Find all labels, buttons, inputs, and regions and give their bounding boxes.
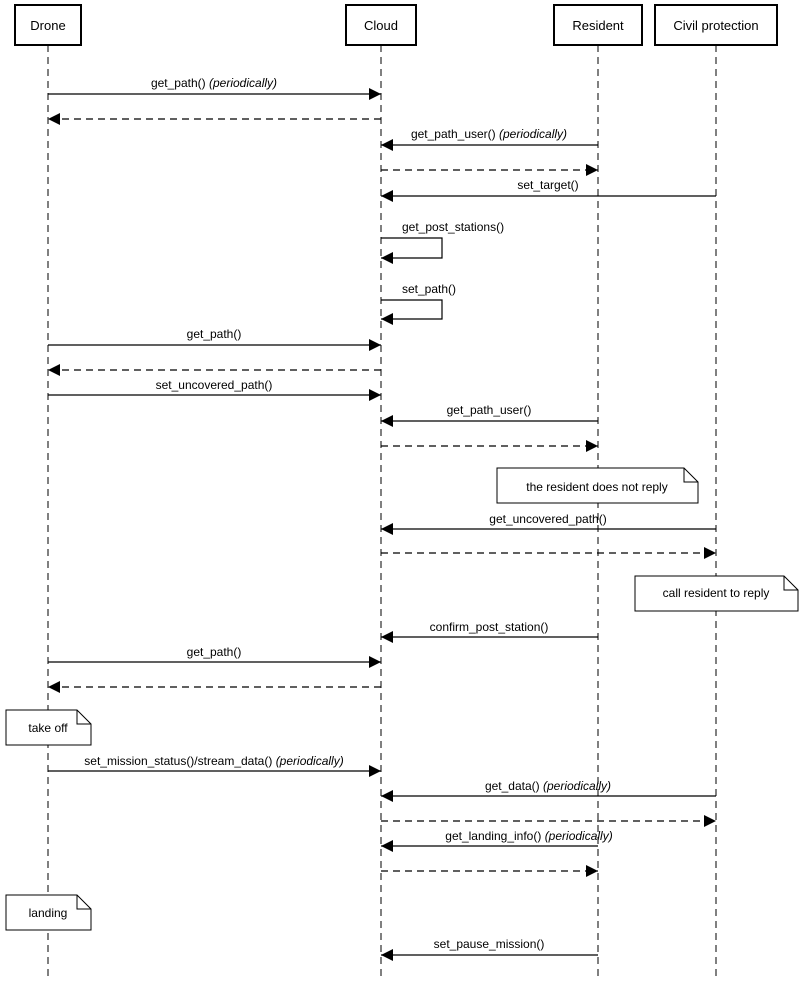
participant-resident: Resident: [553, 4, 643, 46]
participant-civil-protection: Civil protection: [654, 4, 778, 46]
message-label: get_data(): [485, 779, 540, 793]
message-label: get_path(): [187, 327, 242, 341]
message-label: set_uncovered_path(): [156, 378, 273, 392]
svg-text:set_path(): set_path(): [402, 282, 456, 296]
message-get-landing-info-periodically: get_landing_info() (periodically): [381, 829, 613, 852]
message-suffix: (periodically): [545, 829, 613, 843]
message-label: confirm_post_station(): [430, 620, 549, 634]
message-get-path: get_path(): [48, 645, 381, 668]
svg-text:get_path_user() (periodically): get_path_user() (periodically): [411, 127, 567, 141]
message-label: set_mission_status()/stream_data(): [84, 754, 272, 768]
note-landing: landing: [5, 894, 92, 931]
message-suffix: (periodically): [499, 127, 567, 141]
message-suffix: (periodically): [543, 779, 611, 793]
participant-label: Resident: [572, 18, 624, 33]
self-message-arrow: [381, 237, 443, 264]
svg-text:get_post_stations(): get_post_stations(): [402, 220, 504, 234]
message-get-data-periodically: get_data() (periodically): [381, 779, 716, 802]
svg-text:confirm_post_station(): confirm_post_station(): [430, 620, 549, 634]
message-label: set_pause_mission(): [434, 937, 545, 951]
svg-text:get_data() (periodically): get_data() (periodically): [485, 779, 611, 793]
self-message-arrow: [381, 299, 443, 325]
messages: get_path() (periodically) get_path_user(…: [48, 76, 716, 961]
participant-cloud: Cloud: [345, 4, 417, 46]
note-call-resident-to-reply: call resident to reply: [634, 575, 799, 612]
svg-text:set_uncovered_path(): set_uncovered_path(): [156, 378, 273, 392]
svg-text:get_path(): get_path(): [187, 327, 242, 341]
message-label: get_post_stations(): [402, 220, 504, 234]
message-get-path-user-periodically: get_path_user() (periodically): [381, 127, 598, 151]
participant-drone: Drone: [14, 4, 82, 46]
note-label: landing: [29, 906, 68, 920]
message-label: get_path_user(): [411, 127, 496, 141]
message-label: set_target(): [517, 178, 578, 192]
participant-label: Cloud: [364, 18, 398, 33]
svg-text:get_path() (periodically): get_path() (periodically): [151, 76, 277, 90]
svg-text:get_uncovered_path(): get_uncovered_path(): [489, 512, 606, 526]
note-label: call resident to reply: [663, 586, 770, 600]
message-set-target: set_target(): [381, 178, 716, 202]
note-resident-does-not-reply: the resident does not reply: [496, 467, 699, 504]
participant-label: Civil protection: [673, 18, 758, 33]
message-suffix: (periodically): [276, 754, 344, 768]
message-label: get_landing_info(): [445, 829, 541, 843]
svg-text:get_path(): get_path(): [187, 645, 242, 659]
svg-text:set_pause_mission(): set_pause_mission(): [434, 937, 545, 951]
message-get-path: get_path(): [48, 327, 381, 351]
svg-text:set_target(): set_target(): [517, 178, 578, 192]
message-get-uncovered-path: get_uncovered_path(): [381, 512, 716, 535]
message-set-uncovered-path: set_uncovered_path(): [48, 378, 381, 401]
message-set-path: set_path(): [381, 282, 456, 325]
message-get-path-user: get_path_user(): [381, 403, 598, 427]
message-get-post-stations: get_post_stations(): [381, 220, 504, 264]
participant-label: Drone: [30, 18, 65, 33]
message-confirm-post-station: confirm_post_station(): [381, 620, 598, 643]
lifelines: [47, 45, 717, 981]
message-suffix: (periodically): [209, 76, 277, 90]
message-get-path-periodically: get_path() (periodically): [48, 76, 381, 100]
message-set-mission-status-stream-data: set_mission_status()/stream_data() (peri…: [48, 754, 381, 777]
svg-text:get_path_user(): get_path_user(): [447, 403, 532, 417]
note-label: the resident does not reply: [526, 480, 667, 494]
message-label: get_path_user(): [447, 403, 532, 417]
note-take-off: take off: [5, 709, 92, 746]
svg-text:set_mission_status()/stream_da: set_mission_status()/stream_data() (peri…: [84, 754, 343, 768]
message-label: get_path(): [151, 76, 206, 90]
message-label: get_path(): [187, 645, 242, 659]
note-label: take off: [28, 721, 68, 735]
svg-text:get_landing_info() (periodical: get_landing_info() (periodically): [445, 829, 612, 843]
message-label: get_uncovered_path(): [489, 512, 606, 526]
message-label: set_path(): [402, 282, 456, 296]
message-set-pause-mission: set_pause_mission(): [381, 937, 598, 961]
